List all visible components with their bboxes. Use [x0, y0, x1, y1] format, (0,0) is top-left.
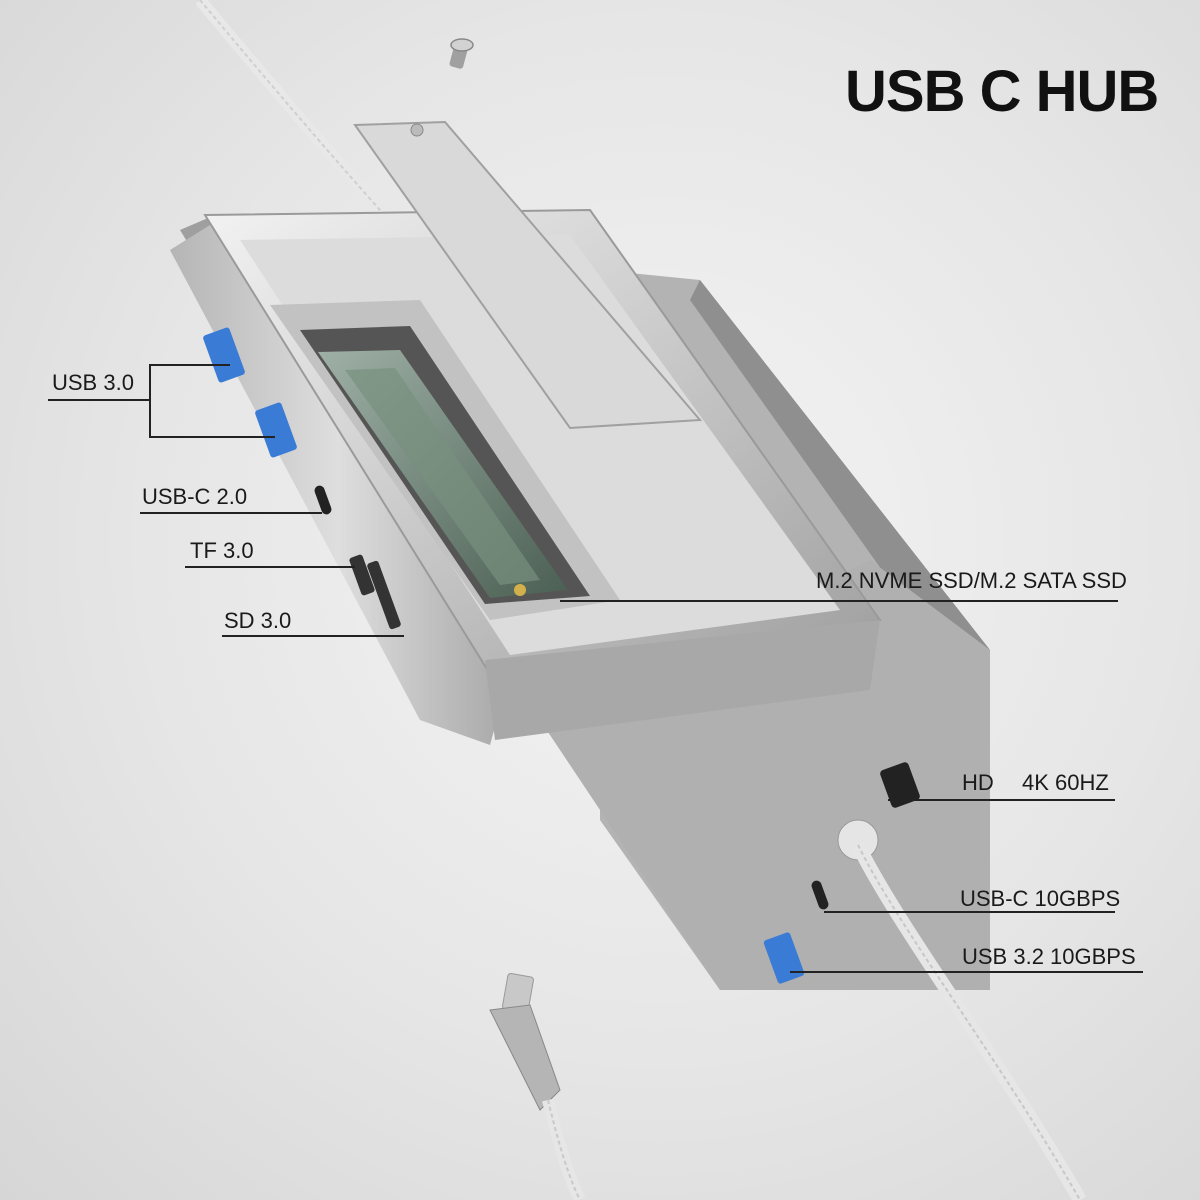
label-usb-3-0: USB 3.0: [52, 370, 134, 395]
page-title: USB C HUB: [845, 59, 1159, 124]
label-usb-3-2-10gbps: USB 3.2 10GBPS: [962, 944, 1136, 969]
label-usb-c-10gbps: USB-C 10GBPS: [960, 886, 1121, 911]
usb-a-port-1: [203, 327, 245, 383]
usb-c-connector: [489, 972, 586, 1200]
label-hd: HD: [962, 770, 994, 795]
usb-a-port-2: [255, 402, 297, 458]
label-hd-resolution: 4K 60HZ: [1022, 770, 1109, 795]
label-sd-3-0: SD 3.0: [224, 608, 292, 633]
hub-lid: [353, 120, 703, 430]
hdmi-port: [880, 762, 920, 808]
sd-slot: [367, 560, 401, 630]
callout-lines: [48, 364, 1143, 973]
label-usb-c-2-0: USB-C 2.0: [142, 484, 248, 509]
label-tf-3-0: TF 3.0: [190, 538, 254, 563]
label-m2-ssd: M.2 NVME SSD/M.2 SATA SSD: [816, 568, 1127, 593]
usb-c-port: [314, 485, 332, 515]
usb-c-10g-port: [811, 880, 829, 910]
tf-slot: [349, 554, 375, 596]
usb-32-port: [763, 932, 805, 984]
screw-icon: [449, 38, 474, 69]
